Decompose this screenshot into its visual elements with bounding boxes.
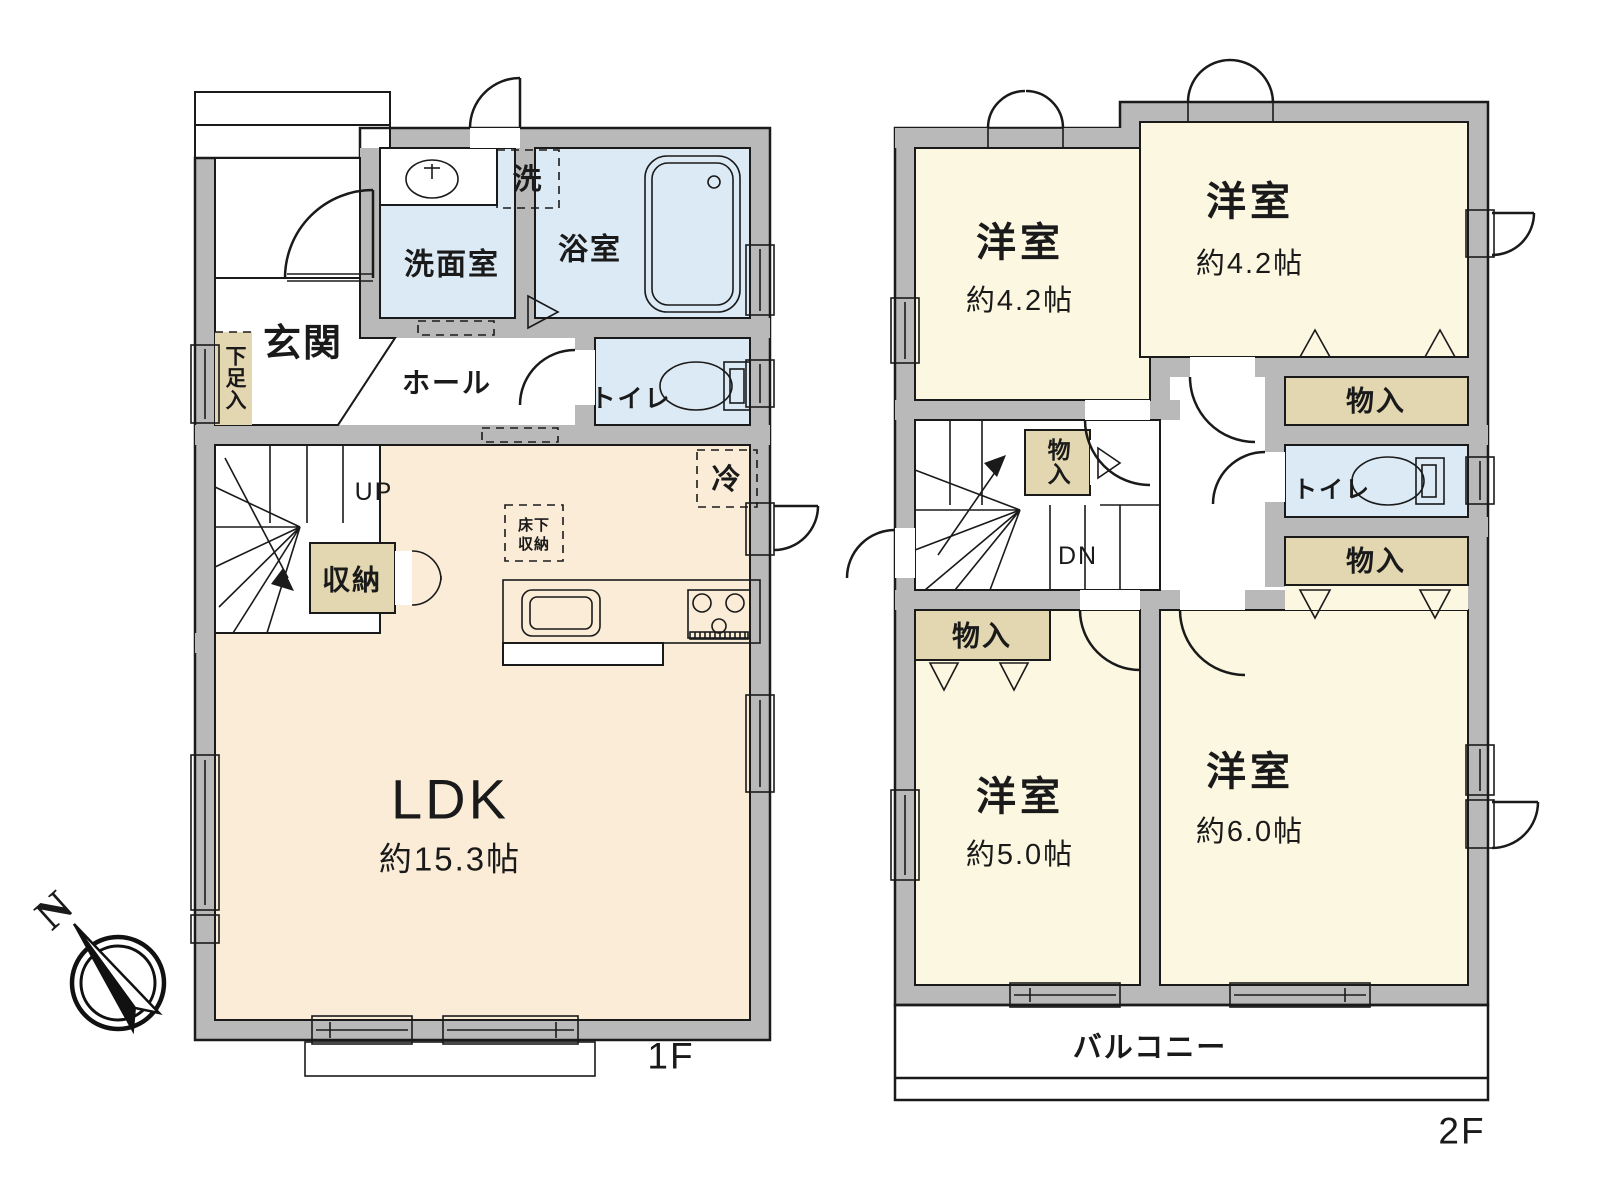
stairs-up-label: UP xyxy=(354,477,394,506)
shoe-storage-label: 下足入 xyxy=(223,345,247,411)
floor2-plan xyxy=(845,58,1540,1102)
toilet-window-2f xyxy=(1465,456,1495,505)
bedroom2-label: 洋室 xyxy=(1206,180,1294,224)
closet-mid-right xyxy=(1284,536,1469,586)
washroom-entry-door xyxy=(468,76,522,148)
floor1-plan xyxy=(190,76,820,1077)
stair-landing-side-door xyxy=(845,528,915,579)
bedroom-5-0-door xyxy=(1078,590,1141,672)
kitchen-back-door xyxy=(745,502,820,556)
ldk-bottom-windows xyxy=(311,1015,579,1045)
entrance-window xyxy=(190,344,220,424)
underfloor-storage-label-2: 収納 xyxy=(517,536,551,554)
ldk-area-label: 約15.3帖 xyxy=(378,840,522,878)
balcony-windows xyxy=(1009,982,1371,1008)
closet-by-stairs-label: 物入 xyxy=(1044,438,1071,486)
storage-label: 収納 xyxy=(321,564,383,596)
bathtub-icon xyxy=(644,155,741,313)
sink-icon xyxy=(405,159,459,199)
stair-treads-1f xyxy=(214,445,344,634)
underfloor-storage-label-1: 床下 xyxy=(517,517,551,535)
closet-by-stairs xyxy=(1024,429,1091,496)
bedroom4-label: 洋室 xyxy=(1206,750,1294,794)
bedroom-6-0-side-door xyxy=(1465,799,1540,850)
toilet-label-2f: トイレ xyxy=(1293,476,1371,504)
casement-window-right-room xyxy=(1186,58,1275,123)
balcony xyxy=(893,1003,1490,1102)
bedroom-6-0 xyxy=(1159,609,1469,986)
washing-machine-box xyxy=(496,149,560,209)
toilet-label-1f: トイレ xyxy=(590,384,672,413)
floor1-label: 1F xyxy=(647,1035,695,1077)
closet-hanger-marks-left xyxy=(928,662,1030,692)
bedroom1-label: 洋室 xyxy=(976,221,1064,265)
bedroom3-area-label: 約5.0帖 xyxy=(965,838,1075,871)
bedroom-4-2-right-door xyxy=(1188,357,1256,444)
bedroom-4-2-right xyxy=(1139,121,1469,358)
stair-treads-2f xyxy=(914,420,1160,591)
bedroom-4-2-left xyxy=(914,147,1151,401)
ldk-label: LDK xyxy=(391,767,509,831)
toilet-door-2f xyxy=(1211,450,1285,505)
bathroom-label: 浴室 xyxy=(558,233,622,267)
entrance-step-line xyxy=(337,337,396,426)
closet-bottom-left-label: 物入 xyxy=(951,620,1013,652)
bedroom4-area-label: 約6.0帖 xyxy=(1195,815,1305,848)
porch-steps xyxy=(194,91,391,159)
vanity-counter xyxy=(379,147,498,206)
closet-mid-right-label: 物入 xyxy=(1345,545,1407,577)
balcony-label: バルコニー xyxy=(1072,1031,1228,1064)
storage-closet xyxy=(309,542,396,614)
toilet-door-1f xyxy=(518,348,595,406)
underfloor-storage-box xyxy=(504,504,564,562)
kitchen-counter xyxy=(502,579,761,666)
bedroom1-area-label: 約4.2帖 xyxy=(965,284,1075,317)
bedroom-4-2-right-side-door xyxy=(1465,209,1536,258)
closet-bottom-left xyxy=(914,609,1051,661)
closet-top-right xyxy=(1284,376,1469,426)
toilet-room-2f xyxy=(1284,444,1469,518)
washer-label: 洗 xyxy=(512,163,544,196)
entrance-label: 玄関 xyxy=(262,323,344,366)
ldk-side-window-left xyxy=(190,754,220,944)
closet-hanger-marks-mid xyxy=(1298,589,1452,620)
bedroom2-area-label: 約4.2帖 xyxy=(1195,247,1305,280)
shoe-storage-box xyxy=(215,331,252,425)
floor2-label: 2F xyxy=(1438,1110,1486,1152)
stairs-dn-label: DN xyxy=(1057,541,1099,570)
ldk-side-window-right xyxy=(745,694,775,793)
closet-top-right-label: 物入 xyxy=(1345,385,1407,417)
bedroom-6-0-window xyxy=(1465,744,1495,796)
washroom-sliding-door xyxy=(417,320,495,336)
washroom-label: 洗面室 xyxy=(404,248,500,282)
refrigerator-box xyxy=(696,449,758,508)
toilet-icon-1f xyxy=(659,361,751,411)
casement-window-left-room xyxy=(986,89,1065,149)
bath-window xyxy=(745,244,775,316)
bath-door-icon xyxy=(527,294,560,330)
bedroom-6-0-door xyxy=(1178,590,1246,677)
hall-label: ホール xyxy=(401,367,493,399)
closet-hanger-marks-top xyxy=(1298,328,1457,358)
bedroom-5-0-window xyxy=(890,789,920,881)
toilet-window-1f xyxy=(745,359,775,408)
compass-icon xyxy=(69,923,167,1035)
ldk-sliding-door xyxy=(481,427,559,443)
toilet-icon-2f xyxy=(1351,456,1445,506)
terrace-step xyxy=(304,1041,596,1077)
entrance-door xyxy=(283,188,375,282)
bedroom3-label: 洋室 xyxy=(976,775,1064,819)
bedroom-4-2-left-door xyxy=(1083,400,1151,487)
storage-closet-doors xyxy=(411,550,442,606)
bedroom-4-2-left-window xyxy=(890,297,920,364)
stove-icon xyxy=(687,589,751,640)
refrigerator-label: 冷 xyxy=(711,463,743,496)
